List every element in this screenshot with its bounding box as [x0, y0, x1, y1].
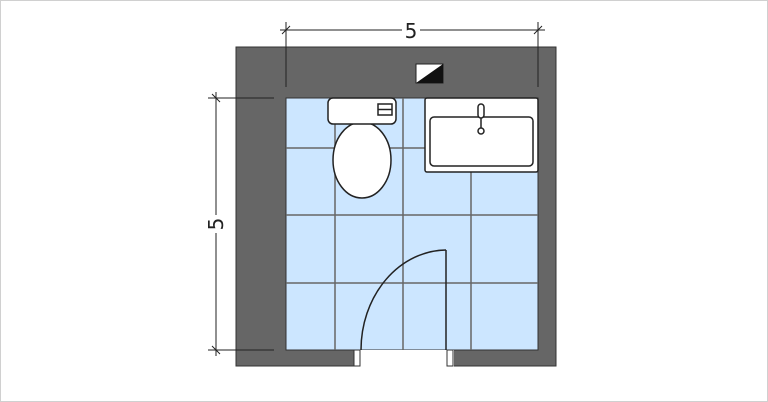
- toilet: [327, 97, 397, 199]
- dimension-left-label: 5: [204, 218, 228, 231]
- dimension-top: [280, 20, 545, 87]
- light-switch-icon: [415, 63, 444, 84]
- faucet-icon: [477, 103, 485, 119]
- dimension-left: [206, 92, 274, 356]
- toilet-bowl: [332, 121, 392, 199]
- door-opening: [354, 350, 454, 367]
- tile-grid: [286, 98, 538, 350]
- door-swing-arc: [360, 249, 447, 351]
- sink: [424, 97, 539, 173]
- dimension-top-label: 5: [405, 19, 418, 43]
- door-jamb-right: [446, 349, 454, 367]
- door: [360, 249, 447, 351]
- door-jamb-left: [353, 349, 361, 367]
